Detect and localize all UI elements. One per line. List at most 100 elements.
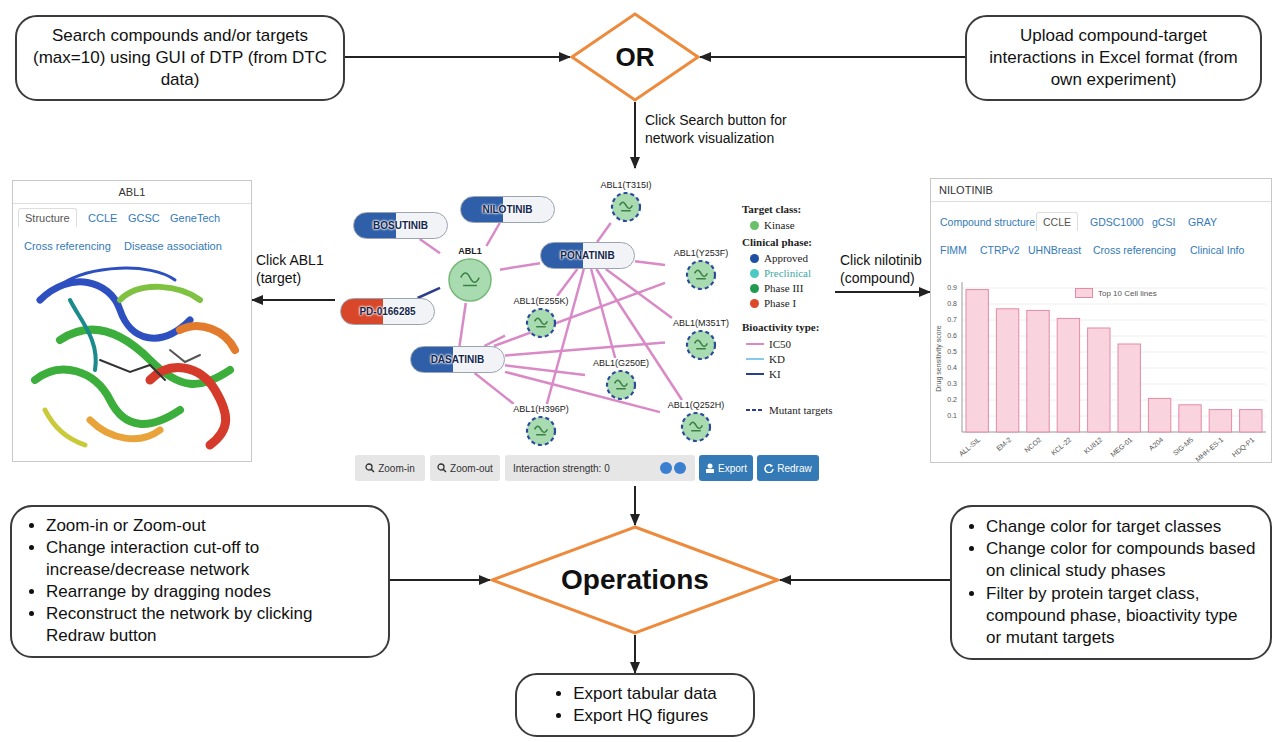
bullet-item: Export tabular data	[573, 683, 717, 705]
edge-label: Click ABL1 (target)	[256, 252, 338, 287]
text-label: GeneTech	[170, 212, 220, 224]
bullet-text: Change color for target classes	[986, 517, 1221, 536]
legend-swatch	[750, 269, 759, 278]
flow-arrow	[634, 486, 636, 525]
legend-text: Phase III	[764, 282, 803, 294]
chart-bar	[996, 309, 1018, 432]
compound-name: PONATINIB	[560, 250, 614, 261]
grid-line	[962, 288, 1266, 289]
legend-item: Kinase	[750, 219, 795, 231]
text-label: Drug sensitivity score	[935, 309, 942, 409]
bullet-item: Filter by protein target class, compound…	[986, 583, 1256, 649]
protein-ribbon	[70, 300, 96, 370]
legend-text: Kinase	[764, 219, 795, 231]
label-text: HDQ-P1	[1231, 436, 1256, 458]
protein-ribbon	[150, 368, 226, 445]
label-text: GCSC	[128, 212, 160, 224]
target-node: ABL1(H396P)	[505, 404, 577, 447]
compound-name: PD-0166285	[359, 306, 415, 317]
label-text: GeneTech	[170, 212, 220, 224]
flow-arrow	[634, 635, 636, 673]
target-name: ABL1(M351T)	[672, 318, 730, 329]
label-text: FIMM	[940, 244, 967, 256]
legend-swatch	[750, 299, 759, 308]
bullet-item: Reconstruct the network by clicking Redr…	[46, 603, 374, 647]
protein-ribbon	[100, 360, 165, 380]
target-name: ABL1(Y253F)	[673, 248, 730, 259]
bullet-text: Export tabular data	[573, 684, 717, 703]
bullet-text: Rearrange by dragging nodes	[46, 582, 271, 601]
bullet-item: Zoom-in or Zoom-out	[46, 515, 374, 537]
button-icon	[705, 463, 715, 473]
text-label: Clinical phase:	[742, 236, 812, 248]
bullet-item: Change color for compounds based on clin…	[986, 538, 1256, 582]
legend-text: Mutant targets	[769, 404, 833, 416]
process-box: Upload compound-target interactions in E…	[965, 15, 1262, 101]
bullet-list: Change color for target classesChange co…	[966, 516, 1256, 649]
target-circle	[605, 369, 637, 401]
toolbar-button: Redraw	[757, 455, 819, 481]
interaction-line	[494, 283, 665, 346]
text-label: CCLE	[88, 212, 117, 224]
target-circle	[527, 417, 555, 445]
target-name: ABL1	[457, 246, 483, 257]
label-text: 0.5	[947, 348, 957, 355]
legend-swatch	[750, 221, 759, 230]
label-text: Target class:	[742, 203, 801, 215]
text-label: 0.1	[941, 412, 957, 419]
text-label: 0.3	[941, 380, 957, 387]
legend-item: KD	[746, 353, 785, 365]
slider-knob	[674, 462, 686, 474]
text-label: CCLE	[1036, 212, 1078, 231]
label-text: Structure	[25, 212, 70, 224]
legend-swatch	[750, 284, 759, 293]
bullet-text: Change interaction cut-off to increase/d…	[46, 538, 259, 579]
edge-label-text: Click nilotinib (compound)	[840, 252, 922, 286]
compound-pill: PONATINIB	[540, 242, 635, 269]
diamond-text: Operations	[561, 564, 709, 596]
label-text: A204	[1147, 436, 1164, 452]
label-text: Clinical phase:	[742, 236, 812, 248]
label-text: Clinical Info	[1190, 244, 1244, 256]
legend-item: Approved	[750, 252, 808, 264]
label-text: CCLE	[1043, 216, 1071, 228]
toolbar-button: Export	[699, 455, 753, 481]
decision-diamond: OR	[570, 12, 700, 102]
legend-text: KD	[769, 353, 785, 365]
grid-line	[962, 304, 1266, 305]
target-node: ABL1(Y253F)	[665, 248, 737, 291]
label-text: MEG-01	[1109, 436, 1133, 458]
legend-line	[746, 341, 764, 347]
panel-title: NILOTINIB	[939, 184, 993, 196]
decision-diamond: Operations	[490, 525, 780, 635]
text-label: Cross referencing	[24, 240, 111, 252]
legend-text: Preclinical	[764, 267, 811, 279]
protein-ribbon	[45, 410, 85, 445]
bullet-box: Change color for target classesChange co…	[950, 505, 1272, 660]
edge-label-text: Click ABL1 (target)	[256, 252, 324, 286]
export-icon	[706, 469, 714, 473]
target-node: ABL1(T315I)	[590, 180, 662, 223]
export-icon	[705, 463, 715, 473]
compound-pill: BOSUTINIB	[353, 212, 448, 239]
text-label: GDSC1000	[1090, 216, 1144, 228]
legend-text: Approved	[764, 252, 808, 264]
flow-arrow	[835, 291, 930, 293]
protein-glyph	[695, 270, 708, 279]
text-label: CTRPv2	[980, 244, 1020, 256]
protein-glyph	[615, 380, 628, 389]
bullet-item: Change color for target classes	[986, 516, 1256, 538]
legend-item: Phase I	[750, 297, 796, 309]
target-circle	[525, 307, 557, 339]
text-label: Clinical Info	[1190, 244, 1244, 256]
protein-ribbon	[120, 287, 200, 300]
text-label: GRAY	[1188, 216, 1217, 228]
redraw-icon	[770, 464, 773, 467]
text-label: 0.7	[941, 316, 957, 323]
toolbar-button: Zoom-in	[355, 455, 425, 481]
interaction-line	[486, 223, 499, 246]
diamond-outline	[492, 527, 778, 633]
target-circle	[607, 371, 635, 399]
chart-bar	[966, 290, 988, 432]
